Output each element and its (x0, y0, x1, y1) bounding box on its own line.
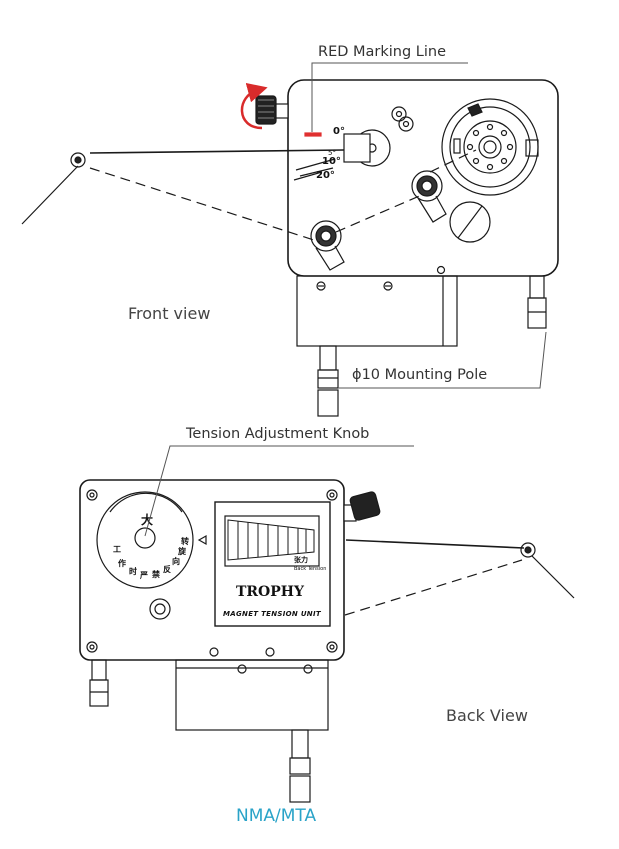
leader-mounting-pole (338, 331, 547, 389)
scale-label-20: 20° (316, 170, 335, 181)
brand-label: TROPHY (236, 584, 305, 600)
scale-label-5: 5° (328, 149, 336, 157)
back-view-label: Back View (446, 706, 528, 725)
dial-char: 工 (113, 545, 121, 554)
dial-char: 旋 (177, 546, 187, 556)
back-view-drawing (79, 479, 575, 803)
callout-red-marking-line: RED Marking Line (318, 44, 447, 60)
tension-dial (96, 491, 194, 589)
rotation-arrow-icon (240, 83, 268, 130)
dial-char: 严 (139, 571, 148, 580)
dial-char: 向 (172, 556, 180, 566)
scale-label-0: 0° (333, 126, 345, 137)
front-adjust-knob (255, 95, 289, 125)
dial-pointer-icon (197, 534, 207, 546)
front-lower-body (296, 275, 458, 347)
gauge-cn-label: 张力 (294, 555, 308, 564)
callout-mounting-pole: ϕ10 Mounting Pole (352, 367, 488, 383)
front-small-bracket (391, 106, 414, 132)
dial-characters: 大 工 作 时 严 禁 反 向 旋 转 (113, 512, 189, 580)
back-side-pole (89, 659, 109, 707)
unit-name-label: MAGNET TENSION UNIT (223, 610, 322, 618)
dial-char: 作 (118, 558, 126, 568)
gauge-window (224, 515, 320, 567)
front-wire-path (89, 149, 477, 243)
dial-char: 时 (129, 566, 137, 576)
gauge-panel (214, 501, 331, 627)
gauge-en-label: Back Tension (294, 566, 326, 572)
gauge-bars (227, 519, 315, 561)
back-small-knob (149, 598, 171, 620)
front-window (449, 201, 491, 243)
callout-tension-knob: Tension Adjustment Knob (186, 426, 370, 442)
dial-large-char: 大 (141, 512, 153, 527)
dial-char: 转 (181, 536, 189, 546)
front-view-label: Front view (128, 304, 211, 323)
front-guide-pulley-lower (310, 220, 345, 271)
red-marking-line (304, 132, 322, 137)
back-wire-path (344, 559, 523, 616)
back-lower-body (175, 659, 329, 731)
magnet-disc (441, 98, 539, 196)
leader-red-marking (311, 62, 468, 132)
tension-arm (89, 129, 391, 167)
dial-char: 反 (163, 564, 171, 574)
leader-tension-knob (144, 445, 414, 537)
dial-char: 禁 (151, 569, 160, 579)
front-view-drawing (21, 79, 559, 417)
front-scale-labels: 0° 5° 10° 20° (316, 126, 345, 181)
front-mounting-pole (317, 345, 339, 417)
back-adjust-knob (343, 491, 381, 522)
front-side-pole (527, 275, 547, 329)
model-title: NMA/MTA (236, 806, 317, 826)
back-mounting-pole (289, 729, 311, 803)
front-guide-pulley-upper (411, 170, 447, 223)
scale-label-10: 10° (322, 156, 341, 167)
